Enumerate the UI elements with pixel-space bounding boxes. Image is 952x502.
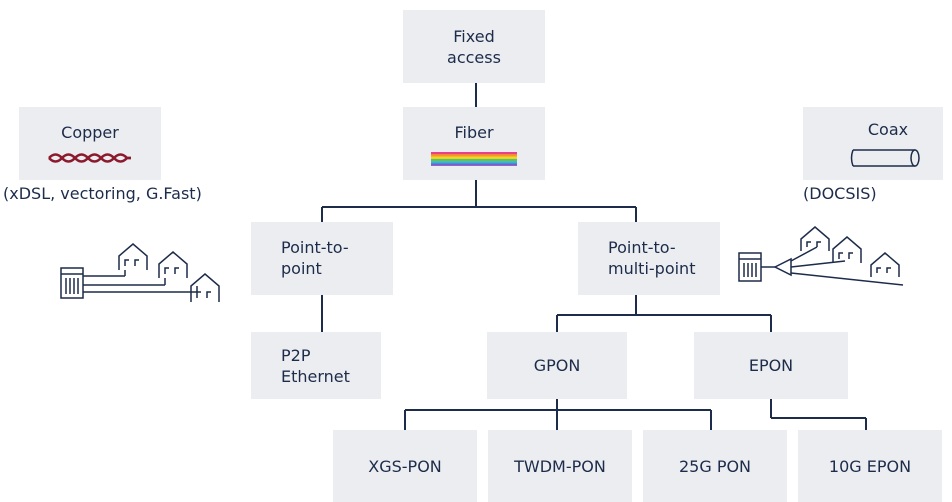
fiber-label: Fiber	[454, 122, 494, 142]
copper-wire-icon	[48, 153, 131, 163]
epon-node: EPON	[694, 332, 848, 399]
25g-pon-label: 25G PON	[678, 456, 752, 476]
fiber-node: Fiber	[403, 107, 545, 180]
xgs-pon-node: XGS-PON	[333, 430, 477, 502]
p2mp-line1: Point-to-	[608, 238, 676, 257]
coax-node: Coax	[803, 107, 943, 180]
epon-label: EPON	[748, 356, 794, 375]
gpon-node: GPON	[487, 332, 627, 399]
xgs-pon-label: XGS-PON	[368, 456, 442, 476]
p2mp-houses-icon	[738, 226, 904, 286]
fixed-access-line2: access	[447, 47, 501, 67]
copper-label: Copper	[61, 123, 119, 142]
10g-epon-label: 10G EPON	[828, 456, 912, 476]
copper-node: Copper	[19, 107, 161, 180]
25g-pon-node: 25G PON	[643, 430, 787, 502]
coax-cable-icon	[850, 149, 920, 167]
p2p-ethernet-node: P2P Ethernet	[251, 332, 381, 399]
point-to-multipoint-node: Point-to- multi-point	[578, 222, 720, 295]
p2p-ethernet-line1: P2P	[281, 346, 311, 365]
p2p-line1: Point-to-	[281, 238, 349, 257]
coax-label: Coax	[867, 120, 909, 139]
p2p-houses-icon	[60, 243, 220, 302]
10g-epon-node: 10G EPON	[798, 430, 942, 502]
fixed-access-node: Fixed access	[403, 10, 545, 83]
twdm-pon-node: TWDM-PON	[488, 430, 632, 502]
fiber-rainbow-icon	[431, 151, 517, 166]
gpon-label: GPON	[533, 356, 581, 375]
p2mp-line2: multi-point	[608, 259, 696, 278]
fixed-access-line1: Fixed	[453, 26, 495, 46]
point-to-point-node: Point-to- point	[251, 222, 393, 295]
copper-caption: (xDSL, vectoring, G.Fast)	[3, 184, 202, 203]
twdm-pon-label: TWDM-PON	[514, 456, 606, 476]
p2p-ethernet-line2: Ethernet	[281, 367, 350, 386]
p2p-line2: point	[281, 259, 322, 278]
coax-caption: (DOCSIS)	[803, 184, 877, 203]
